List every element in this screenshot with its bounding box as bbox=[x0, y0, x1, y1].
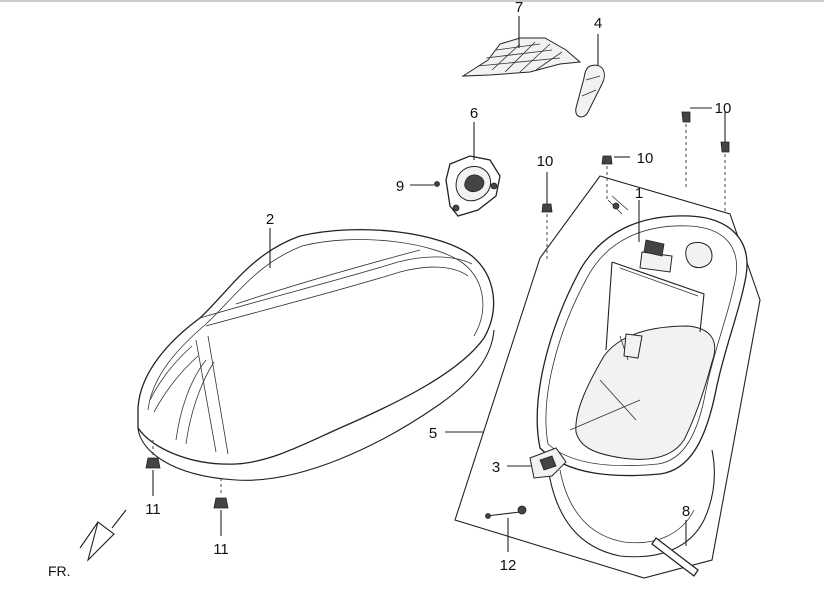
nut-11-front bbox=[145, 440, 161, 469]
part-7-hinge-cover bbox=[461, 37, 582, 77]
part-9-screw bbox=[434, 181, 440, 187]
callout-11-front: 11 bbox=[145, 501, 161, 518]
callout-8: 8 bbox=[682, 503, 690, 520]
callout-2: 2 bbox=[266, 211, 274, 228]
callout-3: 3 bbox=[492, 459, 500, 476]
front-direction-label: FR. bbox=[48, 563, 71, 579]
front-direction-arrow-icon bbox=[79, 509, 127, 562]
part-5-luggage-box bbox=[529, 195, 748, 558]
leader-lines bbox=[152, 16, 726, 552]
callout-9: 9 bbox=[396, 178, 404, 195]
part-6-seat-lock bbox=[445, 155, 501, 217]
part-4-rubber-pad bbox=[575, 64, 605, 118]
callout-1: 1 bbox=[635, 185, 643, 202]
callout-10-right: 10 bbox=[715, 100, 732, 117]
bolt-10-middle bbox=[601, 155, 613, 200]
part-12-cable bbox=[485, 505, 527, 519]
callout-10-middle: 10 bbox=[637, 150, 654, 167]
part-8-rod bbox=[651, 537, 699, 577]
part-2-seat bbox=[137, 228, 495, 481]
bolt-10-left bbox=[541, 203, 553, 260]
callout-7: 7 bbox=[515, 0, 523, 16]
callout-6: 6 bbox=[470, 105, 478, 122]
callout-12: 12 bbox=[500, 557, 517, 574]
bolt-10-top-right bbox=[720, 141, 730, 214]
bolt-10-top-left bbox=[681, 111, 691, 190]
callout-4: 4 bbox=[594, 15, 602, 32]
callout-10-left: 10 bbox=[537, 153, 554, 170]
callout-11-rear: 11 bbox=[213, 541, 229, 558]
callout-5: 5 bbox=[429, 425, 437, 442]
nut-11-rear bbox=[213, 478, 229, 509]
